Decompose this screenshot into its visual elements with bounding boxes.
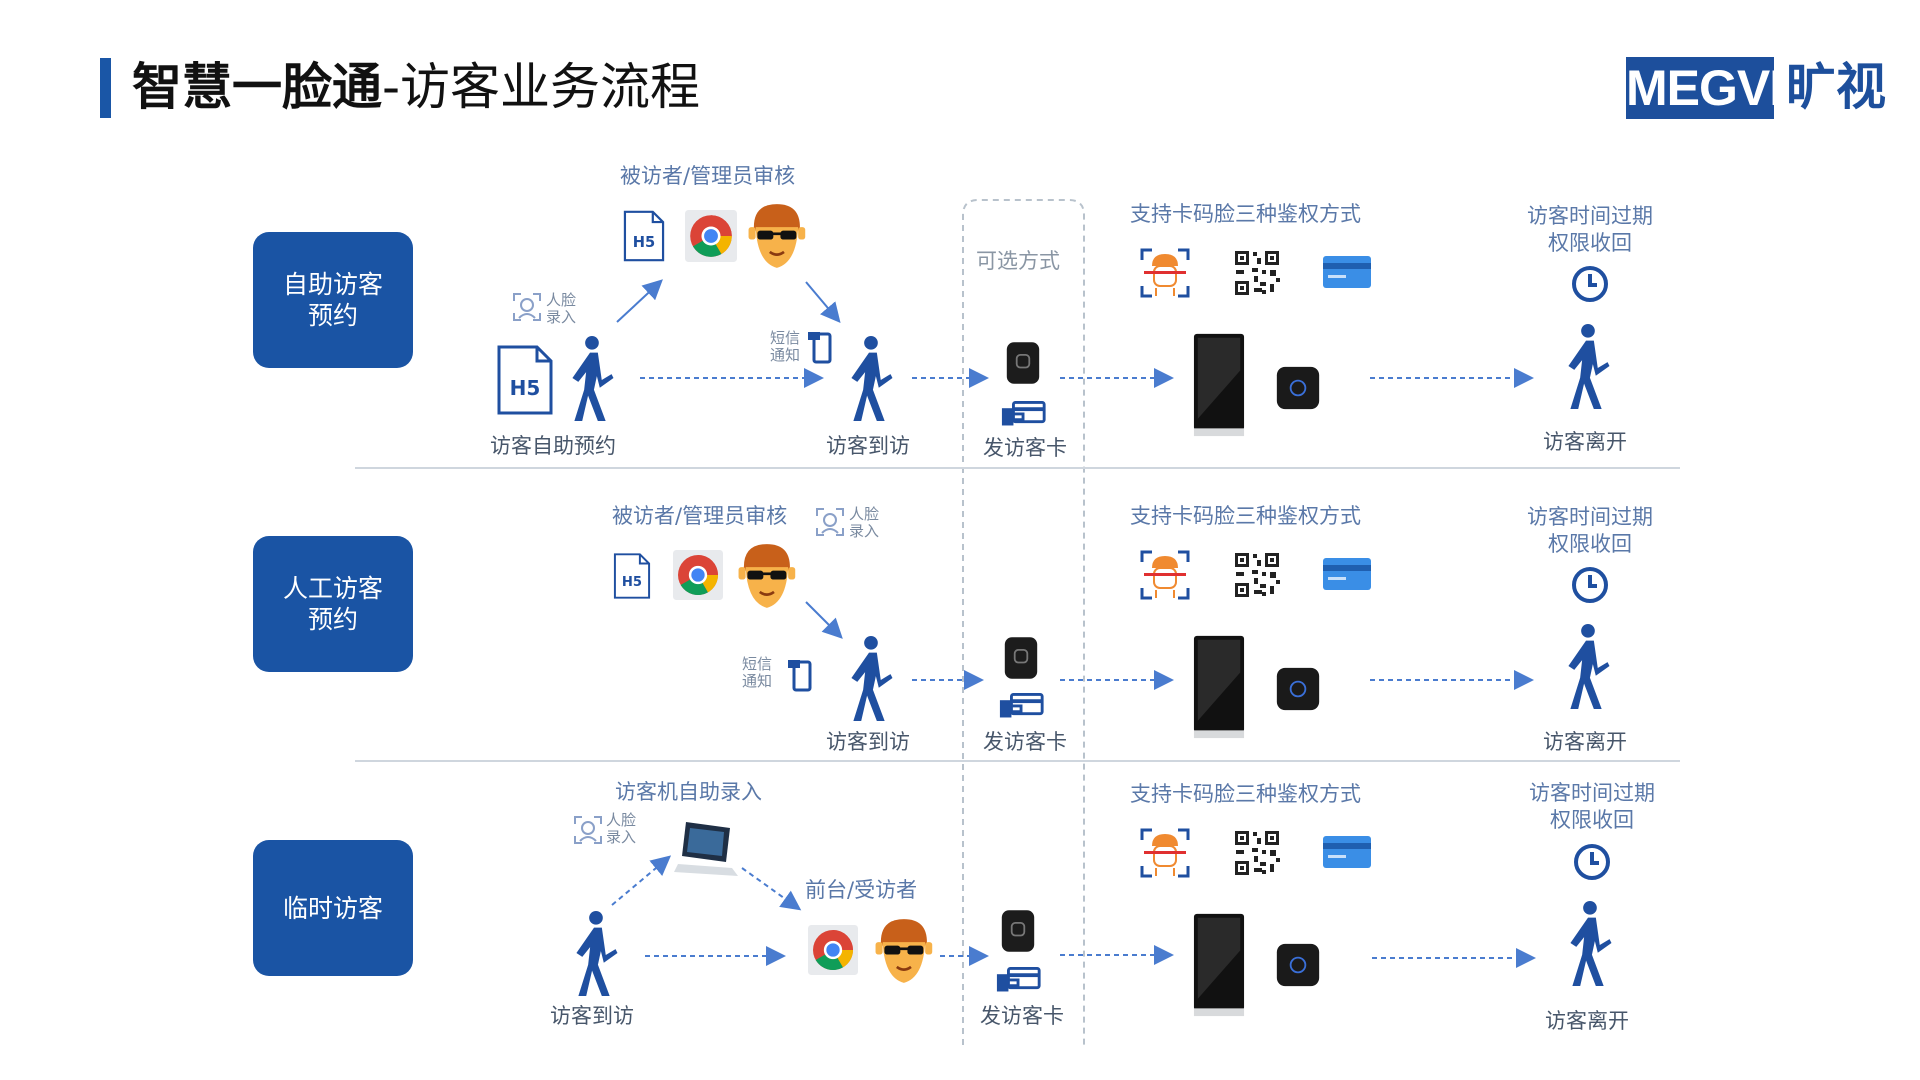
row1-issue-card-label: 发访客卡 — [983, 436, 1067, 460]
arrow-to-arrive — [805, 601, 843, 639]
row1-sms-label: 短信 通知 — [770, 329, 801, 364]
row3-face-entry-label: 人脸 录入 — [606, 811, 637, 846]
row1-face-entry-label: 人脸 录入 — [546, 291, 577, 326]
title-bold: 智慧一脸通 — [132, 58, 382, 116]
row2-issue-card-label: 发访客卡 — [983, 730, 1067, 754]
row1-self-booking-button[interactable]: 自助访客 预约 — [253, 232, 413, 368]
row2-arrive-label: 访客到访 — [826, 730, 910, 754]
row1-auth-label: 支持卡码脸三种鉴权方式 — [1130, 202, 1361, 226]
title-accent-bar — [100, 58, 111, 118]
row2-auth-label: 支持卡码脸三种鉴权方式 — [1130, 504, 1361, 528]
row2-expire-label: 访客时间过期 权限收回 — [1527, 505, 1653, 556]
row1-self-booking-label: 访客自助预约 — [490, 434, 616, 458]
row3-auth-label: 支持卡码脸三种鉴权方式 — [1130, 782, 1361, 806]
row-separator — [355, 760, 1680, 762]
arrow-kiosk-to-reception — [741, 867, 802, 911]
row2-approval-label: 被访者/管理员审核 — [612, 504, 788, 528]
optional-label: 可选方式 — [976, 249, 1060, 273]
row2-face-entry-label: 人脸 录入 — [849, 505, 880, 540]
arrow-to-arrive — [805, 281, 841, 324]
row2-leave-label: 访客离开 — [1543, 730, 1627, 754]
row-separator — [355, 467, 1680, 469]
row1-arrive-label: 访客到访 — [826, 434, 910, 458]
row3-temporary-visitor-button[interactable]: 临时访客 — [253, 840, 413, 976]
row3-reception-label: 前台/受访者 — [805, 878, 918, 902]
page-title: 智慧一脸通-访客业务流程 — [132, 52, 700, 122]
row3-leave-label: 访客离开 — [1545, 1009, 1629, 1033]
megvii-logo: MEGVII — [1626, 57, 1796, 119]
arrow-to-approval — [616, 279, 663, 323]
row1-approval-label: 被访者/管理员审核 — [620, 164, 796, 188]
title-rest: -访客业务流程 — [382, 58, 701, 116]
row3-kiosk-label: 访客机自助录入 — [615, 780, 762, 804]
row3-issue-card-label: 发访客卡 — [980, 1004, 1064, 1028]
row1-expire-label: 访客时间过期 权限收回 — [1527, 204, 1653, 255]
logo-chinese: 旷视 — [1786, 58, 1886, 116]
arrow-to-kiosk — [611, 855, 672, 906]
row3-arrive-label: 访客到访 — [550, 1004, 634, 1028]
row2-sms-label: 短信 通知 — [742, 655, 773, 690]
row3-expire-label: 访客时间过期 权限收回 — [1529, 781, 1655, 832]
row2-manual-booking-button[interactable]: 人工访客 预约 — [253, 536, 413, 672]
row1-leave-label: 访客离开 — [1543, 430, 1627, 454]
